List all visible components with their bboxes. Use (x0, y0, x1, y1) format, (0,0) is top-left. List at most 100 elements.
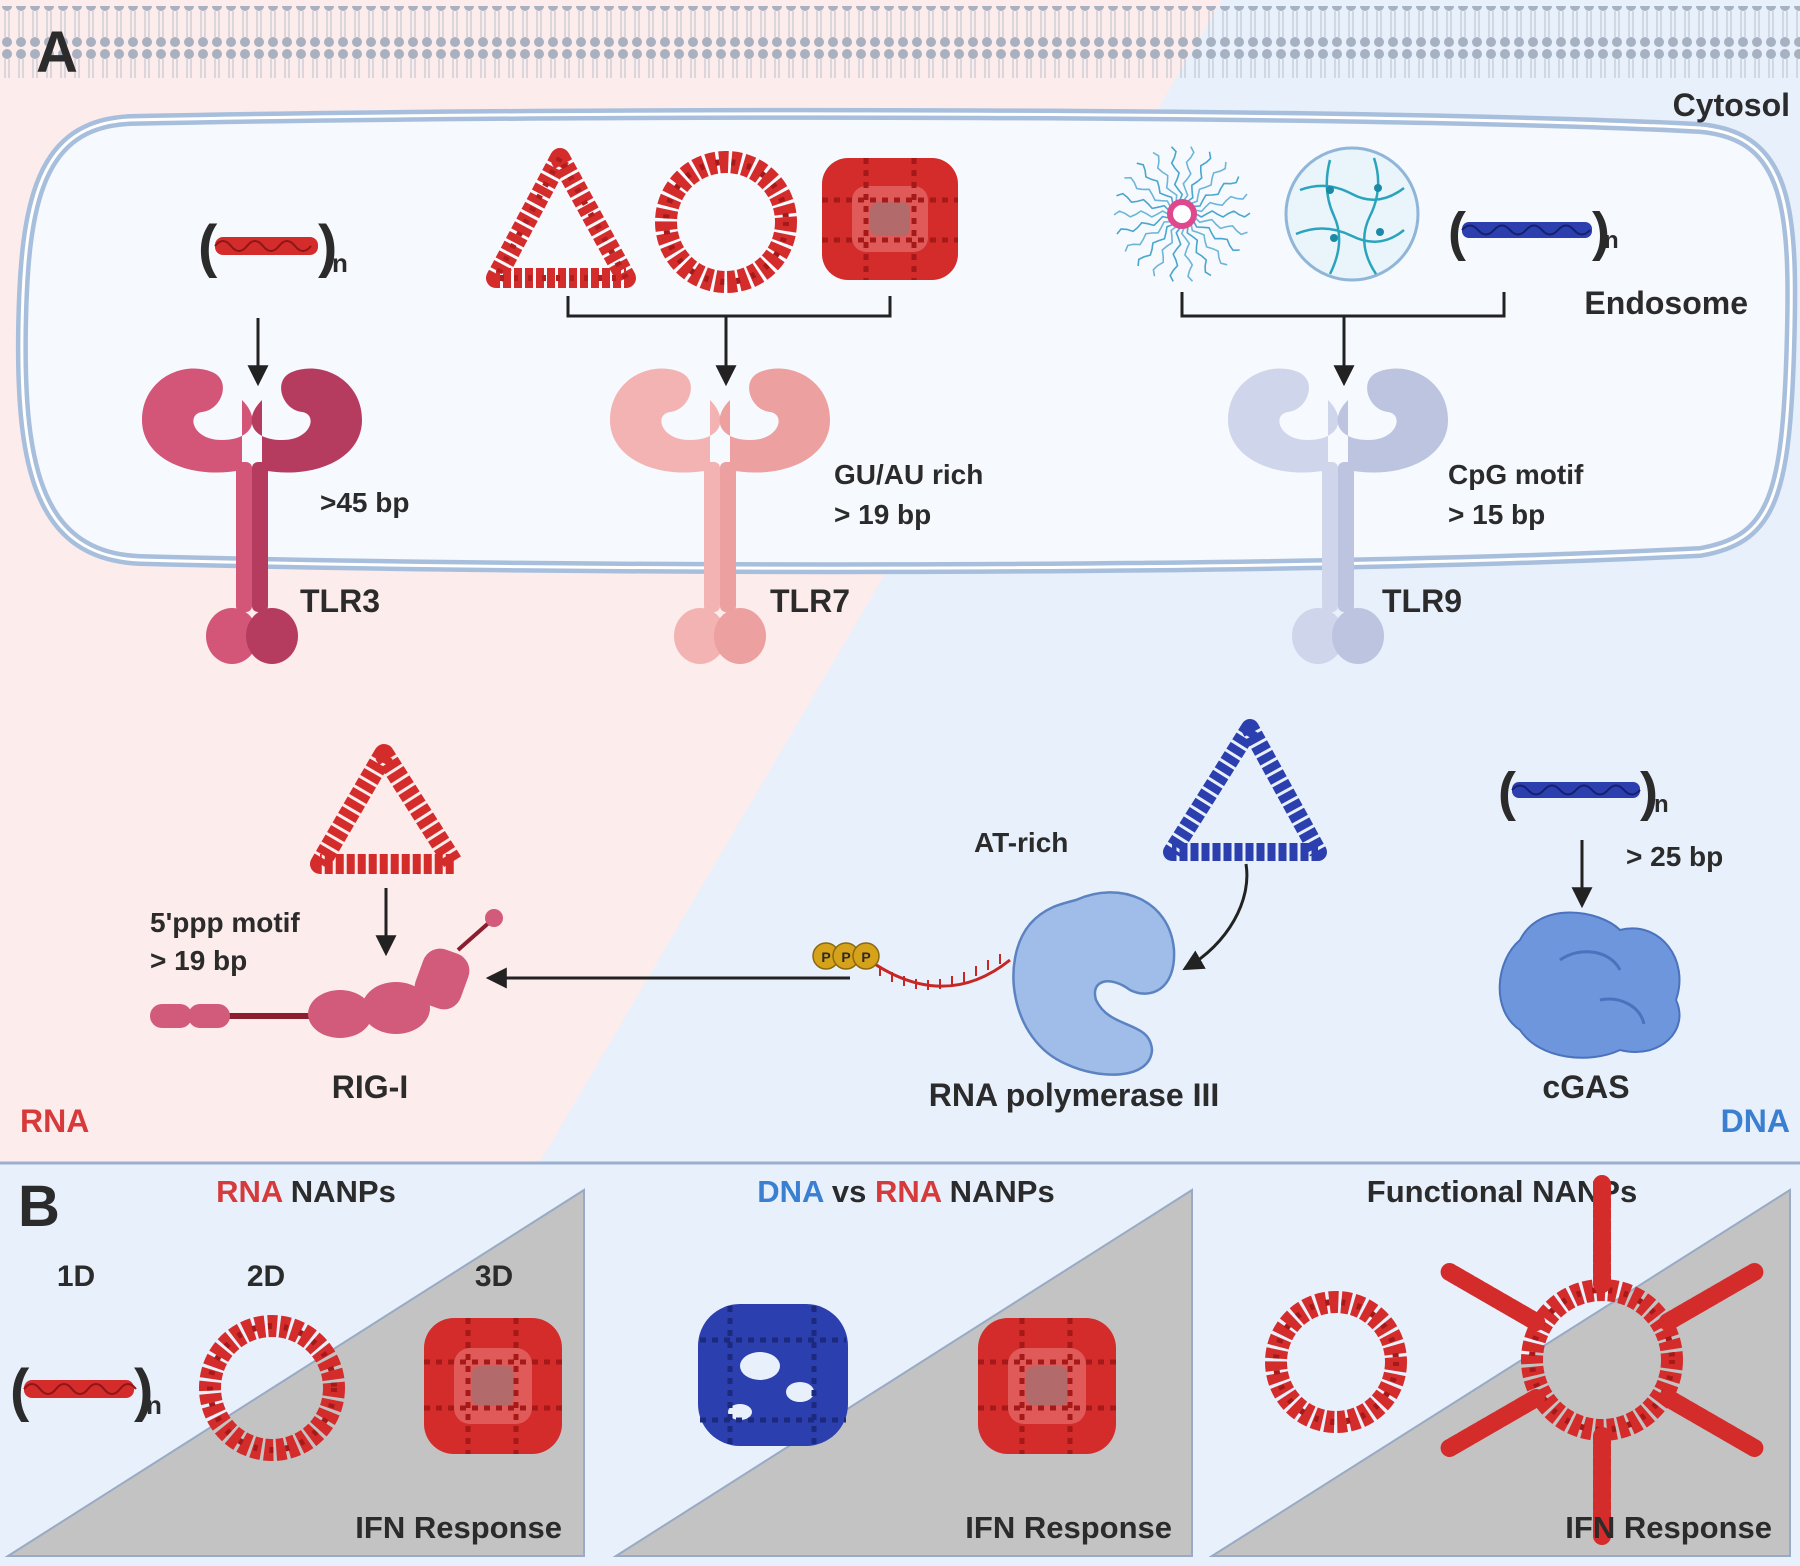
bracket-open: ( (10, 1358, 30, 1423)
sna-strand (1182, 146, 1195, 201)
tlr-tir-domain (674, 608, 726, 664)
sna-core (1167, 199, 1197, 229)
tlr7-desc-2: > 19 bp (834, 499, 931, 530)
tlr3-name: TLR3 (300, 583, 380, 619)
tlr-ectodomain-left (610, 368, 721, 473)
tlr9-desc-2: > 15 bp (1448, 499, 1545, 530)
rna-3d-cube (424, 1318, 562, 1454)
tlr-tir-domain (206, 608, 258, 664)
sna-strand (1190, 161, 1227, 205)
tlr-ectodomain-right (719, 368, 830, 473)
cgas-protein (1498, 911, 1681, 1059)
panel-b-letter: B (18, 1174, 60, 1239)
sna-strand (1124, 220, 1171, 252)
sna-strand (1195, 210, 1251, 218)
label-3d: 3D (475, 1260, 513, 1293)
tlr9-name: TLR9 (1382, 583, 1462, 619)
sna-strand (1193, 176, 1240, 208)
sna-strand (1186, 226, 1212, 277)
functional-arm (1658, 1263, 1764, 1331)
rna-1d-duplex: ( ) n (10, 1358, 162, 1423)
tlr7-bracket (566, 296, 892, 318)
col2-title: DNA vs RNA NANPs (757, 1174, 1054, 1209)
sna-strand (1152, 151, 1178, 202)
col1-title: RNA NANPs (216, 1174, 396, 1209)
bracket-open: ( (1498, 762, 1516, 822)
rna-3d-cube-compare (978, 1318, 1116, 1454)
ifn-response-wedge-1 (4, 1188, 585, 1557)
bracket-close: ) (134, 1358, 153, 1423)
tlr9-ligand-hydrogel (1284, 146, 1420, 282)
tlr-transmembrane-stalk (252, 462, 268, 612)
label-1d: 1D (57, 1260, 95, 1293)
tlr7-ligand-cube (822, 158, 958, 280)
sna-strand (1113, 210, 1169, 218)
tlr-ectodomain-right (1337, 368, 1448, 473)
panel-b-col3: Functional NANPs IFN Response (1208, 1174, 1791, 1557)
panel-b-col1: RNA NANPs 1D 2D 3D ( ) n IFN Response (4, 1174, 585, 1557)
bracket-close: ) (1592, 202, 1610, 262)
phosphate-2: P (841, 949, 850, 965)
panel-a-letter: A (36, 20, 78, 85)
rigi-desc-2: > 19 bp (150, 945, 247, 976)
tlr-tir-domain (1332, 608, 1384, 664)
phosphate-1: P (821, 949, 830, 965)
repeat-n: n (332, 248, 348, 278)
polymerase-ligand-triangle (1163, 719, 1327, 861)
sna-strand (1193, 221, 1240, 252)
tlr-tir-domain (714, 608, 766, 664)
ifn-response-label-2: IFN Response (965, 1510, 1172, 1545)
sna-strand (1116, 192, 1170, 211)
tlr9-desc-1: CpG motif (1448, 459, 1584, 490)
col3-title: Functional NANPs (1367, 1174, 1637, 1209)
bracket-close: ) (1640, 762, 1658, 822)
dna-3d-cube (698, 1304, 848, 1446)
sna-strand (1170, 146, 1184, 201)
tlr3-ligand-dsrna: ( ) n (198, 214, 348, 279)
sna-strand (1137, 223, 1174, 267)
cgas-ligand-dsdna: ( ) n (1498, 762, 1669, 822)
panel-b-col2: DNA vs RNA NANPs IFN Response (612, 1174, 1193, 1557)
rigi-name: RIG-I (332, 1069, 408, 1105)
rigi-ligand-triangle (310, 744, 464, 874)
rna-ring-plain (1265, 1291, 1407, 1433)
tlr7-name: TLR7 (770, 583, 850, 619)
polymerase-name: RNA polymerase III (929, 1077, 1219, 1113)
tlr9-ligand-dsdna: ( ) n (1448, 202, 1619, 262)
ifn-response-label-3: IFN Response (1565, 1510, 1772, 1545)
tlr7-ligand-triangle (486, 148, 636, 288)
label-2d: 2D (247, 1260, 285, 1293)
rna-2d-ring (199, 1315, 345, 1461)
functional-arm (1440, 1263, 1546, 1331)
tlr-ectodomain-left (1228, 368, 1339, 473)
repeat-n: n (1654, 791, 1669, 818)
ppp-rna-transcript: P P P (812, 942, 1011, 990)
sna-strand (1180, 227, 1194, 282)
phosphate-3: P (861, 949, 870, 965)
endosome-label: Endosome (1584, 285, 1748, 321)
tlr7-ligand-ring (655, 151, 797, 293)
tlr-transmembrane-stalk (1322, 462, 1338, 612)
rna-region-label: RNA (20, 1103, 89, 1139)
polymerase-input-arrow (1182, 863, 1249, 971)
tlr-ectodomain-left (142, 368, 253, 473)
repeat-n: n (1604, 227, 1619, 254)
functional-arm (1658, 1389, 1764, 1457)
sna-strand (1187, 151, 1212, 202)
bracket-open: ( (198, 214, 218, 279)
sna-strand (1124, 176, 1171, 207)
polymerase-desc: AT-rich (974, 827, 1068, 858)
sna-strand (1136, 162, 1174, 204)
sna-strand (1190, 224, 1228, 266)
functional-rna-ring (1440, 1175, 1764, 1545)
tlr3-receptor (142, 368, 362, 664)
ifn-response-label-1: IFN Response (355, 1510, 562, 1545)
tlr9-receptor (1228, 368, 1448, 664)
bracket-close: ) (318, 214, 337, 279)
sna-strand (1195, 193, 1248, 213)
sna-strand (1116, 215, 1169, 235)
tlr-transmembrane-stalk (236, 462, 252, 612)
endosome-membrane-inner (20, 112, 1793, 570)
tlr-tir-domain (1292, 608, 1344, 664)
